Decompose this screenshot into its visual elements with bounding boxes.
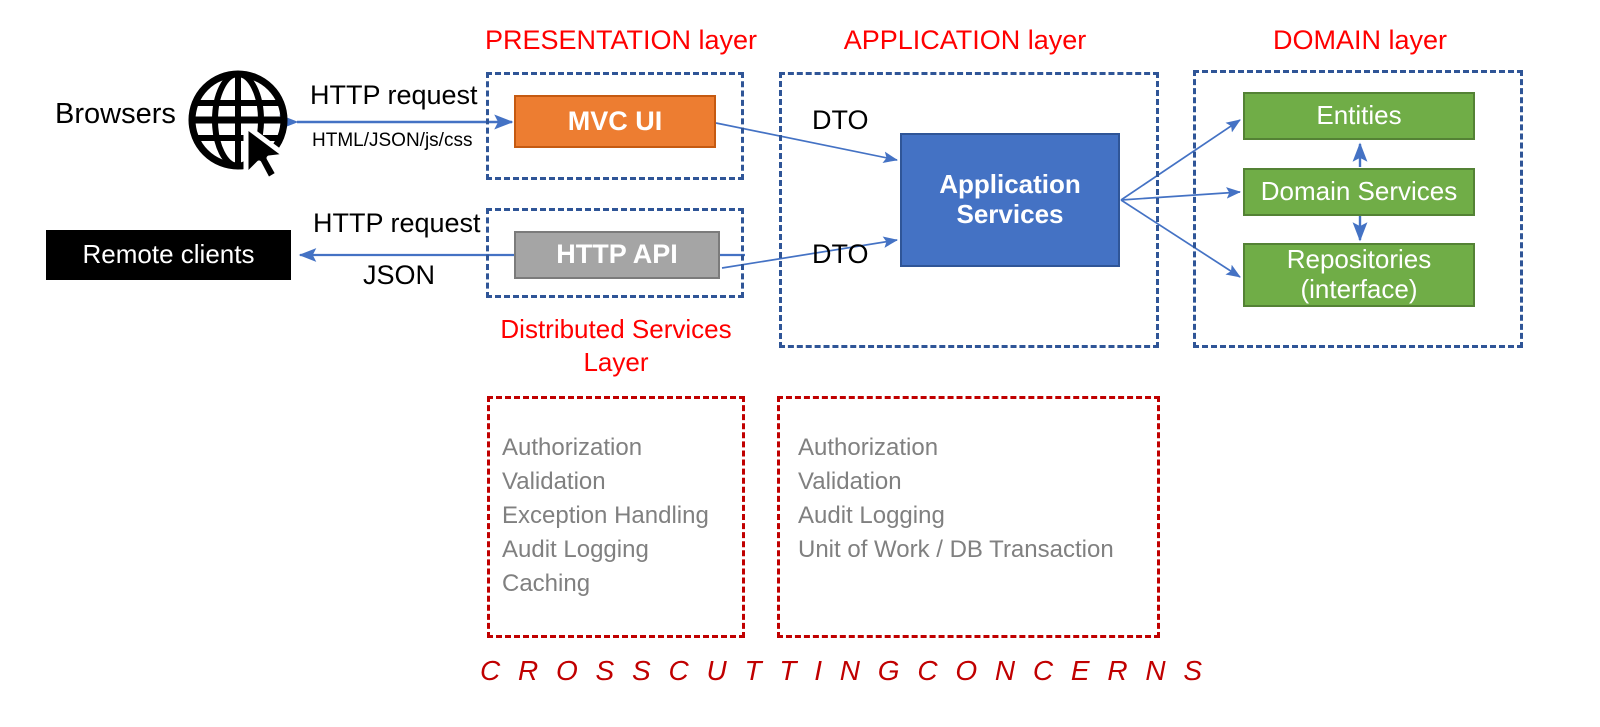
list-item: Caching [502,570,591,598]
application-layer-container [779,72,1159,348]
domain-layer-container [1193,70,1523,348]
domain-services-box[interactable]: Domain Services [1243,168,1475,216]
dto-upper-label: DTO [812,105,869,135]
cross-cutting-application-container: Authorization Validation Audit Logging U… [777,396,1160,638]
presentation-layer-api-container [486,208,744,298]
presentation-layer-mvc-container [486,72,744,180]
dto-lower-label: DTO [812,239,869,269]
domain-layer-title: DOMAIN layer [1272,25,1448,55]
list-item: Validation [798,468,902,496]
list-item: Validation [502,468,606,496]
browsers-label: Browsers [55,98,176,130]
remote-clients-box: Remote clients [46,230,291,280]
cross-cutting-concerns-caption: C R O S S C U T T I N G C O N C E R N S [480,655,1208,686]
list-item: Authorization [502,434,643,461]
browser-request-label: HTTP request [310,80,478,110]
list-item: Authorization [798,434,939,461]
distributed-concerns-list: Authorization Validation Exception Handl… [502,431,709,601]
remote-response-label: JSON [363,260,436,290]
list-item: Exception Handling [502,502,709,530]
repositories-box[interactable]: Repositories (interface) [1243,243,1475,307]
application-layer-title: APPLICATION layer [843,25,1087,55]
browser-response-label: HTML/JSON/js/css [312,130,473,151]
repositories-line1: Repositories [1286,244,1432,275]
presentation-layer-title: PRESENTATION layer [485,25,758,55]
globe-cursor-icon [186,68,296,183]
http-api-box[interactable]: HTTP API [514,231,720,279]
mvc-ui-box[interactable]: MVC UI [514,95,716,148]
application-services-line2: Services [956,199,1064,229]
remote-request-label: HTTP request [313,208,481,238]
list-item: Audit Logging [798,502,945,530]
distributed-services-layer-title: Distributed Services Layer [500,314,732,377]
application-services-line1: Application [939,169,1081,200]
entities-box[interactable]: Entities [1243,92,1475,140]
cross-cutting-distributed-container: Authorization Validation Exception Handl… [487,396,745,638]
list-item: Unit of Work / DB Transaction [798,536,1114,564]
list-item: Audit Logging [502,536,649,564]
repositories-line2: (interface) [1300,274,1418,304]
application-concerns-list: Authorization Validation Audit Logging U… [798,431,1114,567]
application-services-box[interactable]: Application Services [900,133,1120,267]
